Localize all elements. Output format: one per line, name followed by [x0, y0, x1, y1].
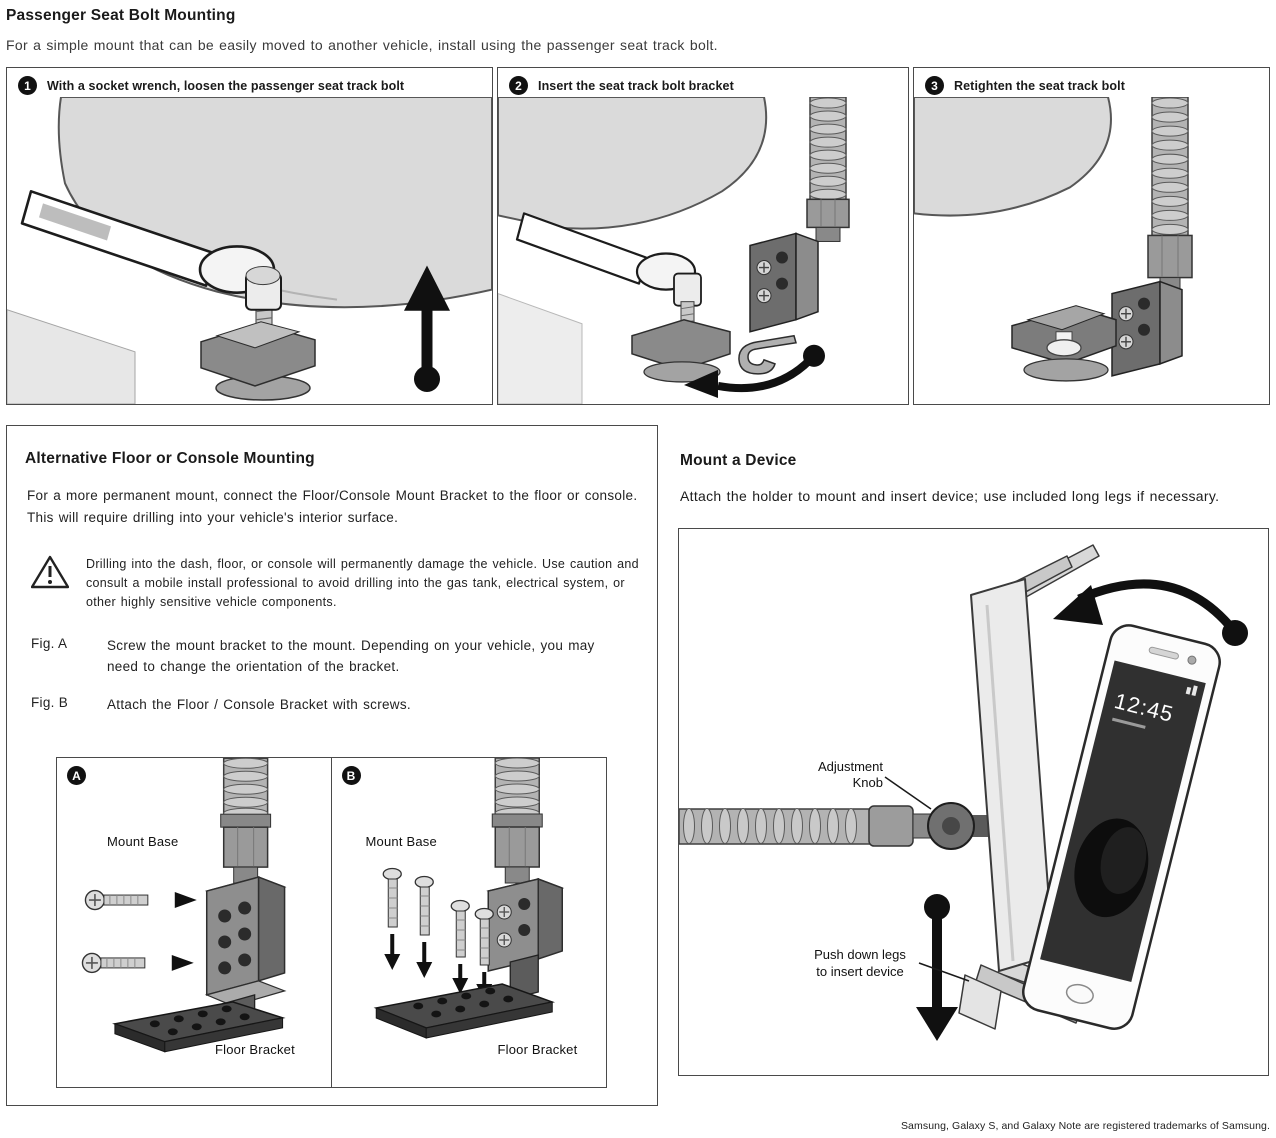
warning-text: Drilling into the dash, floor, or consol… [86, 557, 639, 609]
mount-device-title: Mount a Device [680, 452, 797, 469]
step-1-art [7, 97, 492, 404]
fig-a-illustration [81, 758, 287, 1053]
alternative-title: Alternative Floor or Console Mounting [25, 450, 315, 467]
step-1-label: With a socket wrench, loosen the passeng… [47, 78, 405, 93]
screw [382, 867, 402, 970]
floor-bracket [112, 994, 286, 1053]
page-title: Passenger Seat Bolt Mounting [6, 7, 236, 24]
warning-note: Drilling into the dash, floor, or consol… [30, 555, 657, 611]
mount-pole [491, 758, 543, 884]
insert-arrow [684, 344, 825, 398]
mount-device-section: Mount a Device Attach the holder to moun… [678, 425, 1269, 1106]
screw [84, 889, 197, 911]
track-bolt-bracket [738, 334, 797, 375]
figure-panel: A Mount Base Floor Bracket [56, 757, 607, 1088]
installation-steps: 1 With a socket wrench, loosen the passe… [6, 67, 1270, 405]
fig-a-mount-base-label: Mount Base [107, 834, 179, 849]
gooseneck-mount [806, 97, 850, 242]
screw [414, 875, 434, 978]
fig-a-panel: A Mount Base Floor Bracket [57, 758, 332, 1087]
bottom-sections: Alternative Floor or Console Mounting Fo… [6, 425, 1270, 1106]
step-3-illustration [914, 97, 1193, 382]
step-2-art [498, 97, 908, 404]
fig-b-illustration [373, 758, 564, 1039]
step-1-number-badge: 1 [18, 76, 37, 95]
step-3-header: 3 Retighten the seat track bolt [914, 68, 1269, 97]
page-subtitle: For a simple mount that can be easily mo… [6, 37, 718, 53]
step-2-label: Insert the seat track bolt bracket [538, 78, 734, 93]
fig-b-letter-badge: B [341, 766, 361, 785]
push-leader-line [918, 961, 970, 982]
floor-bracket [373, 954, 555, 1039]
adjustment-leader-line [884, 776, 932, 810]
mount-pole [220, 758, 272, 884]
knob-shaft [972, 814, 990, 837]
mount-bracket [1111, 280, 1183, 377]
step-1-panel: 1 With a socket wrench, loosen the passe… [6, 67, 493, 405]
fig-b-caption: Fig. B Attach the Floor / Console Bracke… [31, 695, 657, 716]
push-down-legs-label: Push down legs to insert device [814, 946, 906, 979]
gooseneck-arm [679, 804, 934, 847]
mount-device-illustration: 12:45 [679, 543, 1248, 1041]
fig-b-mount-base-label: Mount Base [365, 834, 437, 849]
step-1-illustration [7, 97, 492, 404]
adjustment-knob-label: Adjustment Knob [817, 758, 883, 790]
fig-b-caption-text: Attach the Floor / Console Bracket with … [107, 697, 411, 713]
mount-device-intro: Attach the holder to mount and insert de… [680, 488, 1220, 504]
warning-icon [30, 555, 70, 594]
home-button [1065, 983, 1094, 1004]
step-3-number-badge: 3 [925, 76, 944, 95]
step-3-art [914, 97, 1269, 404]
step-2-header: 2 Insert the seat track bolt bracket [498, 68, 908, 97]
socket-wrench [20, 190, 282, 311]
step-1-header: 1 With a socket wrench, loosen the passe… [7, 68, 492, 97]
seat-base [498, 97, 768, 230]
gooseneck-mount [1147, 97, 1193, 293]
mount-base [204, 875, 287, 1007]
push-down-arrow [916, 893, 958, 1041]
socket-wrench [515, 212, 702, 307]
step-2-illustration [498, 97, 850, 404]
rotate-arrow [1053, 579, 1248, 646]
seat-base [914, 97, 1112, 217]
adjustment-knob [927, 801, 975, 850]
floor [7, 309, 136, 404]
fig-b-caption-label: Fig. B [31, 695, 69, 711]
step-3-panel: 3 Retighten the seat track bolt [913, 67, 1270, 405]
phone: 12:45 [1022, 623, 1221, 1030]
step-2-panel: 2 Insert the seat track bolt bracket [497, 67, 909, 405]
seat-rail-clamp [631, 318, 731, 371]
fig-a-floor-bracket-label: Floor Bracket [215, 1042, 295, 1057]
fig-a-caption: Fig. A Screw the mount bracket to the mo… [31, 636, 657, 678]
screw [81, 952, 194, 974]
fig-a-caption-text: Screw the mount bracket to the mount. De… [107, 638, 595, 675]
mount-device-figure: Adjustment Knob Push down legs to insert… [678, 527, 1269, 1076]
screw [450, 899, 470, 994]
step-2-number-badge: 2 [509, 76, 528, 95]
trademark-note: Samsung, Galaxy S, and Galaxy Note are r… [900, 1120, 1270, 1132]
step-3-label: Retighten the seat track bolt [954, 78, 1125, 93]
floor [498, 293, 583, 404]
mount-base [485, 877, 564, 972]
page-header: Passenger Seat Bolt Mounting For a simpl… [0, 0, 1276, 53]
fig-a-letter-badge: A [67, 766, 86, 785]
fig-b-floor-bracket-label: Floor Bracket [497, 1042, 578, 1057]
seat-rail-clamp [1011, 305, 1117, 382]
fig-b-panel: B Mount Base Floor Bracket [332, 758, 607, 1087]
fig-a-caption-label: Fig. A [31, 636, 68, 652]
alternative-mounting-section: Alternative Floor or Console Mounting Fo… [6, 425, 658, 1106]
up-arrow [404, 265, 450, 392]
mount-bracket [749, 232, 819, 333]
alternative-intro: For a more permanent mount, connect the … [27, 488, 638, 525]
